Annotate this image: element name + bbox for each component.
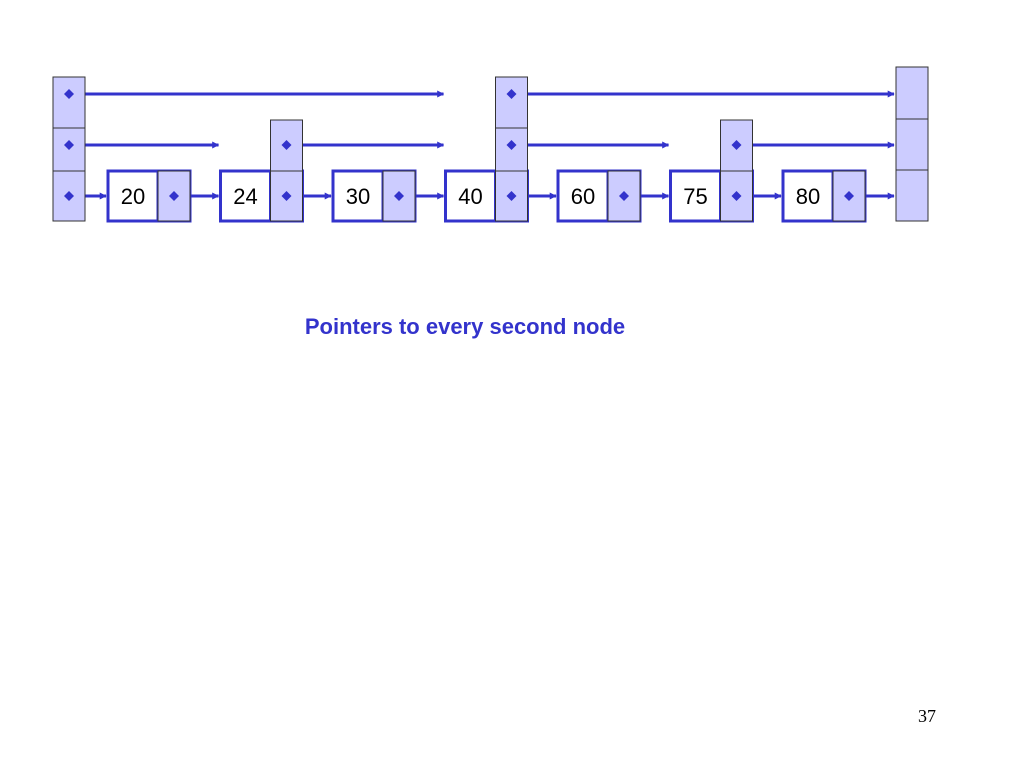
pointer-dot <box>169 191 179 201</box>
skip-list-node: 60 <box>556 169 642 223</box>
skip-list-nodes: 20 24 30 40 60 75 80 <box>52 66 929 223</box>
pointer-dots <box>64 89 854 201</box>
pointer-dot <box>731 191 742 201</box>
skip-list-node: 24 <box>219 119 304 223</box>
tail-tower <box>895 66 929 222</box>
pointer-dot <box>844 191 854 201</box>
node-value: 60 <box>571 184 595 209</box>
page-number: 37 <box>918 706 936 726</box>
node-value: 20 <box>121 184 145 209</box>
diagram-caption: Pointers to every second node <box>304 314 626 339</box>
pointer-dot <box>64 140 74 150</box>
node-value-box <box>556 169 610 223</box>
node-value-box <box>781 169 835 223</box>
node-value-box <box>219 169 272 223</box>
node-value: 30 <box>346 184 370 209</box>
pointer-dot <box>281 191 292 201</box>
node-value-box <box>106 169 160 223</box>
skip-list-node: 75 <box>669 119 754 223</box>
skip-list-node: 40 <box>444 76 529 223</box>
pointer-dot <box>506 191 517 201</box>
pointer-dot <box>281 140 292 150</box>
node-value: 75 <box>683 184 707 209</box>
pointer-dot <box>731 140 742 150</box>
pointer-dot <box>394 191 404 201</box>
node-value: 80 <box>796 184 820 209</box>
pointer-dot <box>506 89 517 99</box>
pointer-dot <box>64 191 74 201</box>
skip-list-diagram: 20 24 30 40 60 75 80 <box>52 66 929 223</box>
node-value: 40 <box>458 184 482 209</box>
pointer-column <box>607 170 641 222</box>
node-value: 24 <box>233 184 257 209</box>
node-value-box <box>331 169 385 223</box>
pointer-dot <box>506 140 517 150</box>
pointer-dot <box>64 89 74 99</box>
pointer-column <box>895 66 929 222</box>
pointer-dot <box>619 191 629 201</box>
